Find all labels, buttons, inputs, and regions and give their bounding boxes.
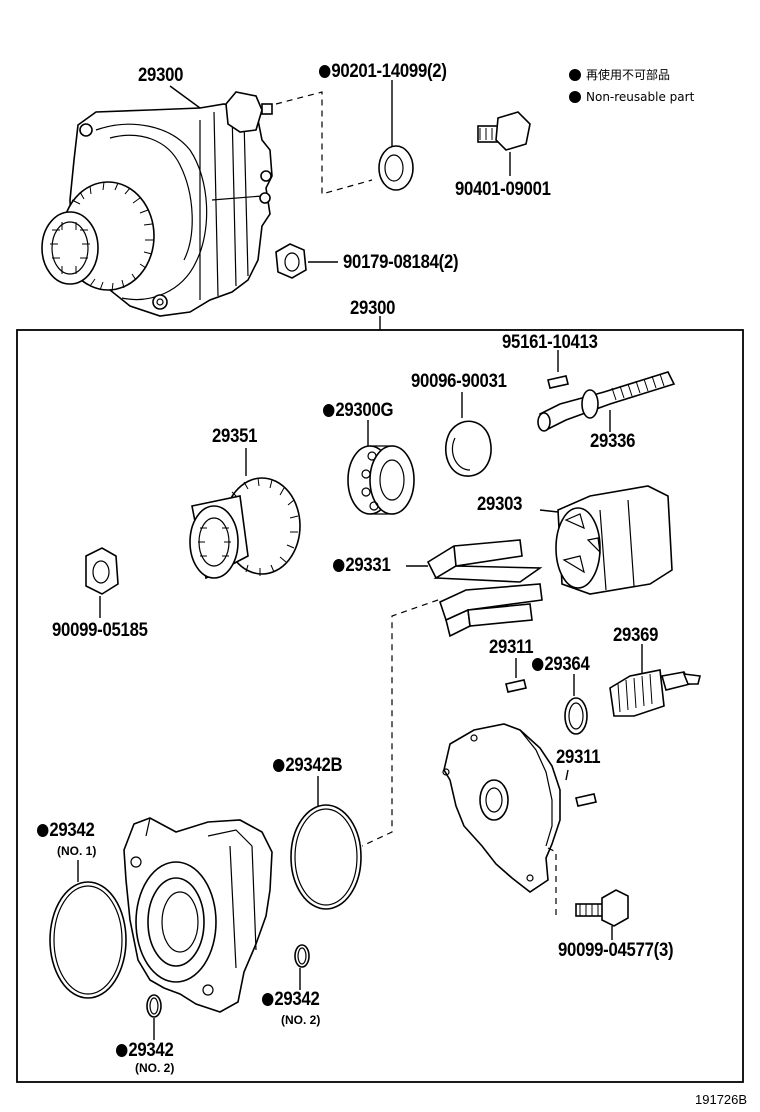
- label-29364[interactable]: 29364: [532, 655, 590, 674]
- ball-bearing-part: [347, 445, 415, 515]
- non-reusable-dot-icon: [319, 65, 331, 78]
- non-reusable-dot-icon: [569, 69, 581, 81]
- oil-seal-part: [378, 145, 414, 191]
- legend-japanese: 再使用不可部品: [569, 69, 670, 81]
- label-90099-05185[interactable]: 90099-05185: [52, 621, 148, 640]
- part-no: 29311: [556, 747, 601, 768]
- vacuum-pump-assembly-illustration: [41, 91, 273, 317]
- end-cover-plate: [442, 723, 561, 893]
- label-29342B[interactable]: 29342B: [273, 755, 343, 776]
- part-no: 29342: [274, 989, 320, 1010]
- label-29311-upper[interactable]: 29311: [489, 637, 534, 658]
- pin-part-upper: [505, 679, 527, 693]
- qty: (3): [653, 940, 674, 961]
- figure-code: 191726B: [695, 1092, 748, 1107]
- part-no: 29369: [613, 625, 659, 646]
- o-ring-large-part: [290, 804, 362, 910]
- part-no: 29364: [544, 654, 590, 675]
- non-reusable-dot-icon: [532, 658, 544, 671]
- pin-part-lower: [575, 793, 597, 807]
- label-90096-90031[interactable]: 90096-90031: [411, 372, 507, 391]
- part-no: 90096-90031: [411, 371, 507, 392]
- label-90179-08184[interactable]: 90179-08184(2): [343, 252, 459, 273]
- label-29351[interactable]: 29351: [212, 427, 257, 446]
- label-29342-no2-right-sub: (NO. 2): [281, 1013, 321, 1027]
- label-29331[interactable]: 29331: [333, 556, 391, 575]
- label-90201-14099[interactable]: 90201-14099(2): [319, 62, 447, 81]
- label-29342-no2-left[interactable]: 29342: [116, 1041, 174, 1060]
- check-valve-part: [609, 669, 701, 717]
- label-29342-no1-sub: (NO. 1): [57, 844, 97, 858]
- label-29300-top[interactable]: 29300: [138, 65, 184, 86]
- part-no: 29331: [345, 555, 391, 576]
- legend-jp-text: 再使用不可部品: [586, 68, 671, 82]
- part-no: 90179-08184: [343, 252, 439, 273]
- part-no: 29342: [128, 1040, 174, 1061]
- non-reusable-dot-icon: [262, 993, 274, 1006]
- union-bolt-part: [477, 111, 531, 151]
- label-29336[interactable]: 29336: [590, 432, 635, 451]
- rotor-shaft-part: [537, 371, 676, 432]
- part-no: 90401-09001: [455, 179, 551, 200]
- label-29342-no1[interactable]: 29342: [37, 821, 95, 840]
- part-no: 29336: [590, 431, 636, 452]
- drive-gear-part: [189, 477, 301, 580]
- pump-housing: [123, 817, 273, 1013]
- label-90099-04577[interactable]: 90099-04577(3): [558, 940, 674, 961]
- vane-set-part: [426, 539, 543, 638]
- o-ring-no1-part: [49, 881, 127, 999]
- part-no: 29300G: [335, 400, 394, 421]
- part-no: 29311: [489, 637, 534, 658]
- part-no: 29342B: [285, 755, 343, 776]
- qty: (2): [426, 61, 447, 82]
- non-reusable-dot-icon: [323, 404, 335, 417]
- part-no: 95161-10413: [502, 332, 598, 353]
- legend-english: Non-reusable part: [569, 91, 694, 103]
- label-95161-10413[interactable]: 95161-10413: [502, 333, 598, 352]
- o-ring-no2-right-part: [294, 944, 310, 968]
- leader-29300: [169, 85, 201, 109]
- part-no: 29351: [212, 426, 258, 447]
- label-29311-lower[interactable]: 29311: [556, 747, 601, 768]
- part-no: 29303: [477, 494, 523, 515]
- woodruff-key-part: [547, 375, 569, 389]
- non-reusable-dot-icon: [569, 91, 581, 103]
- label-29342-no2-right[interactable]: 29342: [262, 990, 320, 1009]
- label-29300-frame[interactable]: 29300: [350, 298, 396, 319]
- non-reusable-dot-icon: [333, 559, 345, 572]
- o-ring-small-part: [564, 697, 588, 735]
- rotor-part: [555, 485, 673, 595]
- qty: (2): [438, 252, 459, 273]
- label-90401-09001[interactable]: 90401-09001: [455, 180, 551, 199]
- legend-en-text: Non-reusable part: [586, 90, 695, 104]
- flange-bolt-part: [575, 889, 629, 927]
- part-no: 29342: [49, 820, 95, 841]
- part-no: 90201-14099: [331, 61, 427, 82]
- non-reusable-dot-icon: [273, 759, 285, 772]
- o-ring-no2-left-part: [146, 994, 162, 1018]
- part-no: 90099-05185: [52, 620, 148, 641]
- non-reusable-dot-icon: [37, 824, 49, 837]
- label-29303[interactable]: 29303: [477, 495, 522, 514]
- snap-ring-part: [445, 420, 492, 477]
- label-29342-no2-left-sub: (NO. 2): [135, 1061, 175, 1075]
- lock-nut-part: [85, 547, 119, 595]
- label-29300G[interactable]: 29300G: [323, 400, 394, 421]
- cap-nut-part: [275, 243, 307, 279]
- label-29369[interactable]: 29369: [613, 626, 658, 645]
- non-reusable-dot-icon: [116, 1044, 128, 1057]
- part-no: 90099-04577: [558, 940, 654, 961]
